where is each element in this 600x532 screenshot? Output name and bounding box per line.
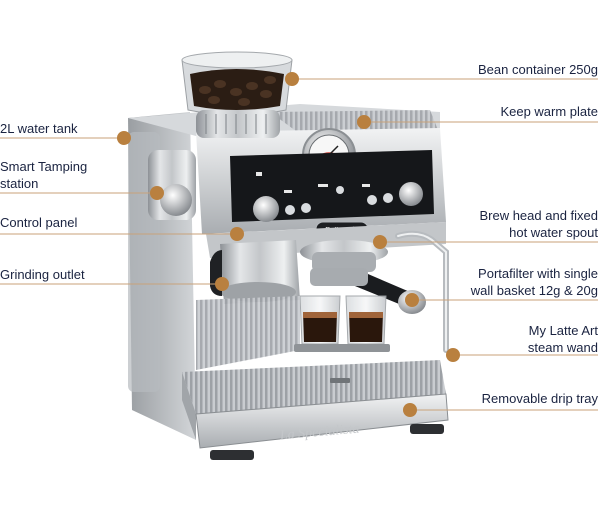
callout-label-steam-wand: My Latte Art steam wand bbox=[527, 323, 598, 355]
base-engraving: La Specialista bbox=[278, 422, 360, 444]
callout-label-control-panel: Control panel bbox=[0, 215, 78, 230]
drip-tray-illustration: La Specialista bbox=[182, 360, 449, 460]
callout-label-smart-tamping: Smart Tamping station bbox=[0, 159, 88, 191]
callout-label-keep-warm-plate: Keep warm plate bbox=[500, 104, 598, 119]
tamping-lever bbox=[148, 150, 196, 220]
callout-dot-steam-wand bbox=[446, 348, 460, 362]
callout-dot-portafilter bbox=[405, 293, 419, 307]
steam-wand-illustration bbox=[395, 230, 449, 353]
callout-label-grinding-outlet: Grinding outlet bbox=[0, 267, 85, 282]
callout-dot-bean-container bbox=[285, 72, 299, 86]
callout-leader-lines bbox=[0, 72, 598, 417]
callout-dot-brew-head bbox=[373, 235, 387, 249]
callout-label-portafilter: Portafilter with single wall basket 12g … bbox=[470, 266, 598, 298]
callout-dot-water-tank bbox=[117, 131, 131, 145]
callout-dot-drip-tray bbox=[403, 403, 417, 417]
callout-label-brew-head: Brew head and fixed hot water spout bbox=[479, 208, 598, 240]
portafilter-illustration bbox=[310, 268, 426, 314]
callout-label-bean-container: Bean container 250g bbox=[478, 62, 598, 77]
callout-dot-keep-warm-plate bbox=[357, 115, 371, 129]
callout-dot-smart-tamping bbox=[150, 186, 164, 200]
callout-label-drip-tray: Removable drip tray bbox=[481, 391, 598, 406]
espresso-glasses bbox=[299, 295, 387, 345]
callout-dot-control-panel bbox=[230, 227, 244, 241]
control-panel-illustration bbox=[230, 150, 434, 222]
callout-label-water-tank: 2L water tank bbox=[0, 121, 78, 136]
callout-dot-grinding-outlet bbox=[215, 277, 229, 291]
grinding-outlet-illustration bbox=[210, 240, 300, 304]
cup-area bbox=[196, 296, 390, 370]
bean-hopper bbox=[181, 51, 293, 138]
